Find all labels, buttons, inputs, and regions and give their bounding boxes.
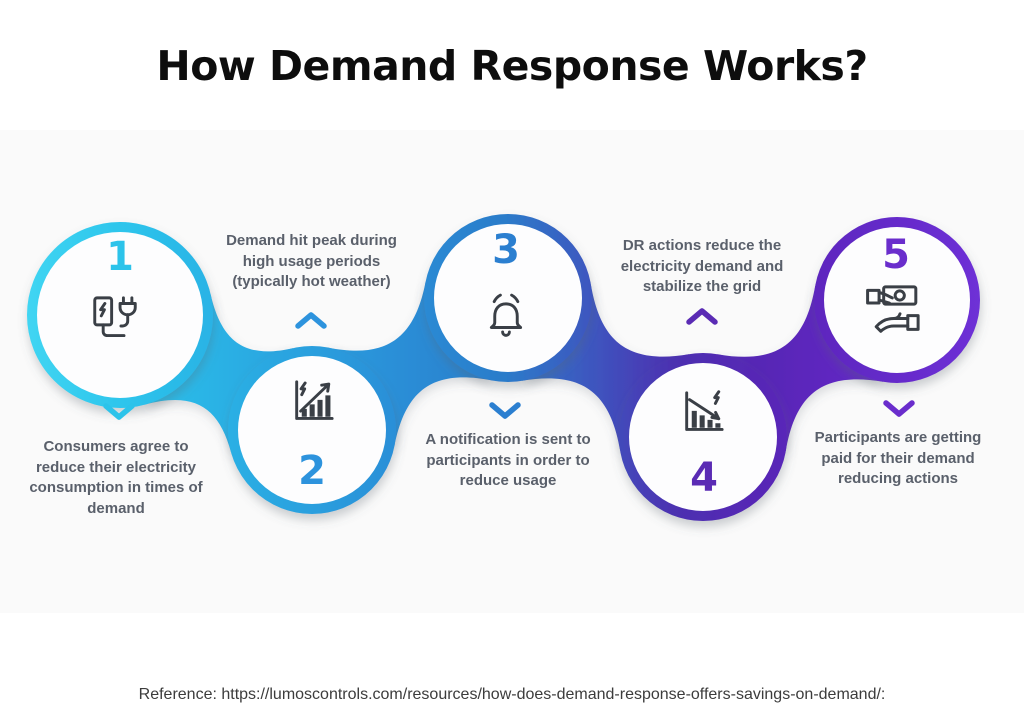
chevron-down-icon [489,402,521,419]
step-text: DR actions reduce the electricity demand… [620,237,784,296]
step-circle [27,222,213,408]
chevron-up-icon [686,308,718,325]
reference-text: Reference: https://lumoscontrols.com/res… [138,686,886,703]
step-number: 2 [298,448,326,494]
notification-bell-icon [489,293,523,337]
step-text: Demand hit peak during high usage period… [226,232,397,291]
step-circle [619,353,787,521]
step-number: 3 [492,227,520,273]
chevron-down-icon [103,403,135,420]
chevron-down-icon [883,400,915,417]
step-number: 5 [882,232,910,278]
step-number: 1 [106,234,134,280]
electric-plug-icon [93,296,137,338]
step-number: 4 [690,455,718,501]
step-text: A notification is sent to participants i… [425,431,591,490]
step-circle [228,346,396,514]
cash-payment-icon [866,285,920,333]
step-text: Participants are getting paid for their … [814,429,982,488]
rising-demand-chart-icon [295,380,334,420]
page-title: How Demand Response Works? [156,42,868,90]
falling-demand-chart-icon [685,390,724,431]
step-text: Consumers agree to reduce their electric… [29,438,203,518]
chevron-up-icon [295,312,327,329]
step-circle [424,214,592,382]
